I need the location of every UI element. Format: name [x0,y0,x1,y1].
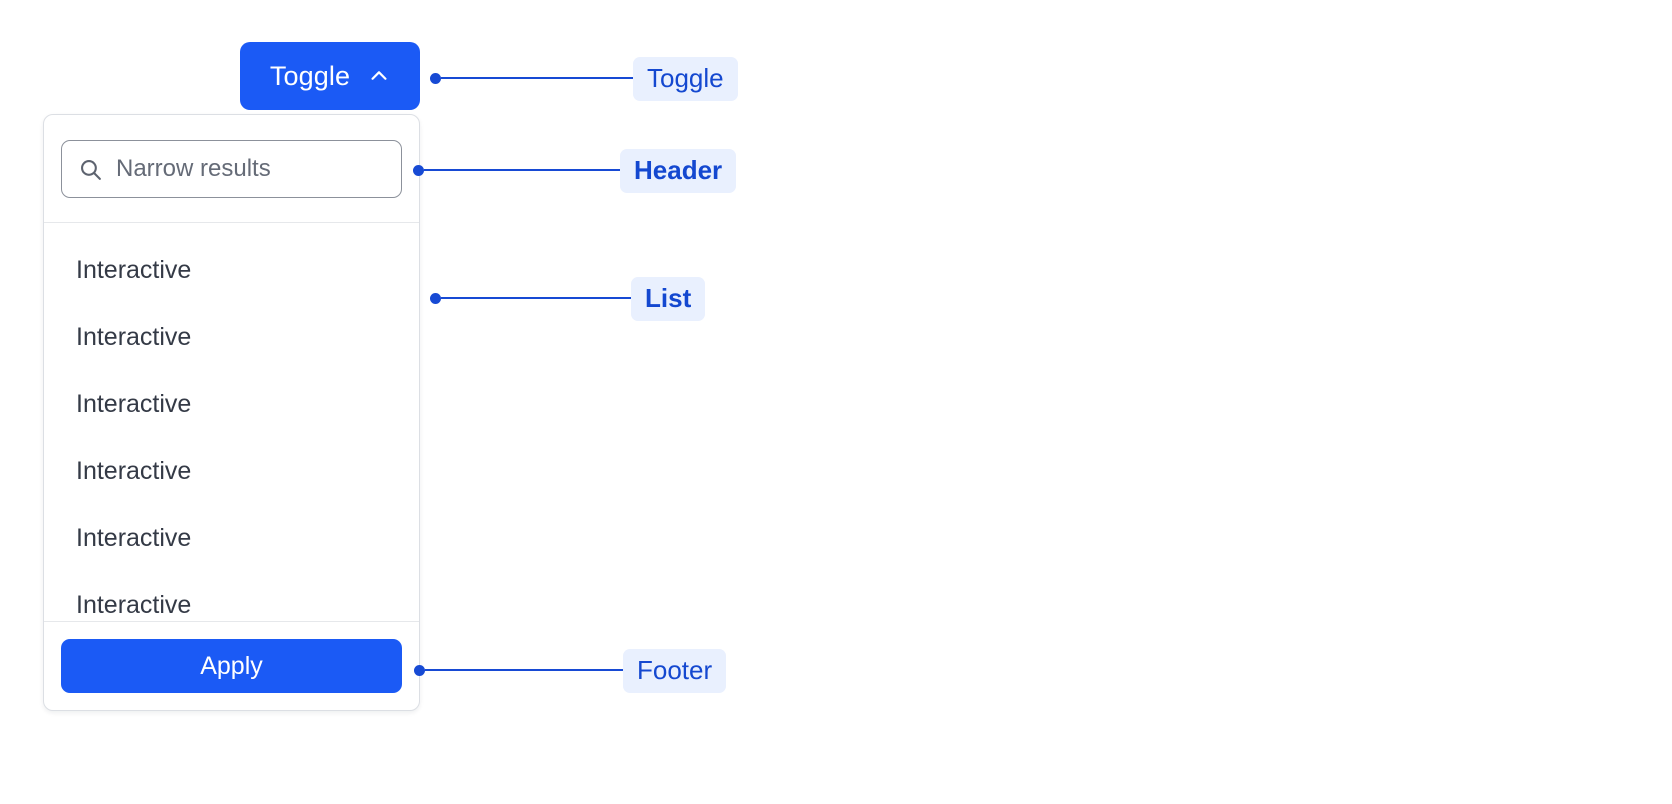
list-item[interactable]: Interactive [44,371,419,438]
list-item-label: Interactive [76,457,192,485]
annotation-leader-line [441,297,631,299]
annotation-label: Toggle [633,57,738,101]
dropdown-panel: Interactive Interactive Interactive Inte… [43,114,420,711]
apply-button-label: Apply [200,651,263,680]
list-item[interactable]: Interactive [44,304,419,371]
annotation-label: Header [620,149,737,193]
toggle-button[interactable]: Toggle [240,42,420,110]
dropdown-list: Interactive Interactive Interactive Inte… [44,223,419,621]
search-icon [81,159,101,180]
list-item[interactable]: Interactive [44,237,419,304]
search-input[interactable] [116,141,401,197]
dropdown-footer: Apply [44,621,419,710]
list-item-label: Interactive [76,390,192,418]
annotation-dot [414,664,425,676]
list-item-label: Interactive [76,323,192,351]
list-item-label: Interactive [76,524,192,552]
chevron-up-icon [371,71,387,80]
annotation-leader-line [424,169,620,171]
list-item[interactable]: Interactive [44,572,419,621]
list-item-label: Interactive [76,591,192,619]
annotation-leader-line [425,669,623,671]
annotation-dot [430,292,441,304]
list-item-label: Interactive [76,256,192,284]
dropdown-header [44,115,419,223]
search-field[interactable] [61,140,402,198]
list-item[interactable]: Interactive [44,438,419,505]
apply-button[interactable]: Apply [61,639,402,693]
annotation-leader-line [441,77,633,79]
annotation-label: Footer [623,649,727,693]
annotation-dot [430,72,441,84]
toggle-button-label: Toggle [269,60,351,91]
annotation-label: List [631,277,706,321]
annotation-dot [413,164,424,176]
list-item[interactable]: Interactive [44,505,419,572]
